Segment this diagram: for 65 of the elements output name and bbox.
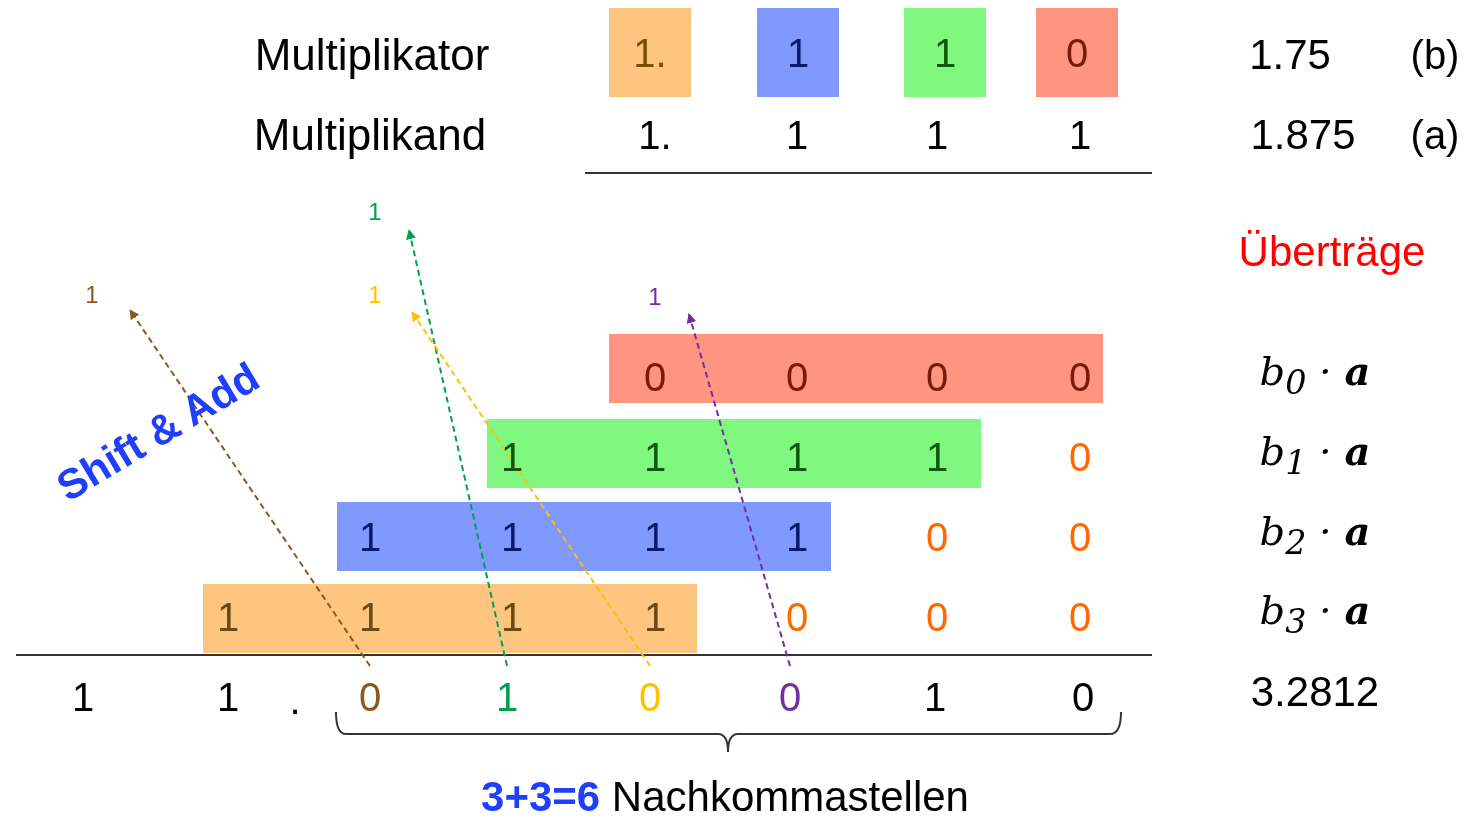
digit-text: 1 [643,517,667,557]
digit-text: 1 [785,437,809,477]
digit-text: 1 [1068,115,1092,155]
digit-text: 1 [500,597,524,637]
digit-text: 0 [1065,32,1089,73]
formula: b$_{1}$ · a [1259,430,1371,480]
padding-zero: 0 [1068,597,1092,637]
padding-zero: 0 [1068,517,1092,557]
value-text: 1.875 [1250,114,1356,156]
row-label: Multiplikand [253,113,487,157]
value-text: 3.2812 [1250,671,1380,713]
digit-text: 1 [785,115,809,155]
digit-text: 0 [785,357,809,397]
multiplier-digit-box [904,8,986,97]
carry-heading: Überträge [1238,231,1426,273]
result-digit: 0 [355,666,385,722]
digit-text: 1 [785,517,809,557]
digit-text: 1. [633,32,667,73]
result-digit: 0 [775,666,805,722]
carry-digit: 1 [367,283,412,312]
multiplier-digit-box [609,8,691,97]
digit-text: 1. [638,115,672,155]
digit-text: 1 [933,32,957,73]
carry-digit: 1 [84,283,130,310]
dashed-arrow [406,229,508,667]
digit-text: 0 [1068,357,1092,397]
brace-caption: 3+3=6 Nachkommastellen [481,776,969,818]
padding-zero: 0 [1068,437,1092,477]
digit-text: 1 [786,32,810,73]
digit-text: 1 [500,437,524,477]
digit-text: 1 [925,115,949,155]
rotated-annotation: Shift & Add [49,355,267,509]
multiplier-digit-box [757,8,839,97]
digit-text: 1 [216,597,240,637]
carry-digit: 1 [367,200,409,230]
value-text: 1.75 [1249,34,1331,76]
formula: b$_{2}$ · a [1259,510,1371,560]
operand-marker: (a) [1410,115,1460,155]
digit-text: 1 [643,437,667,477]
digit-text: 1 [500,517,524,557]
padding-zero: 0 [925,597,949,637]
padding-zero: 0 [925,517,949,557]
binary-point: . [289,680,301,720]
result-digit: 1 [216,677,240,717]
dashed-arrow [686,313,791,667]
result-digit: 1 [923,677,947,717]
digit-text: 1 [643,597,667,637]
digit-text: 0 [925,357,949,397]
operand-marker: (b) [1410,35,1460,75]
formula: b$_{3}$ · a [1259,589,1371,639]
dashed-arrow [411,311,651,667]
row-label: Multiplikator [254,33,490,77]
carry-digit: 1 [647,285,689,314]
multiplier-digit-box [1036,8,1118,97]
result-digit: 0 [1071,677,1095,717]
result-digit: 1 [492,666,522,722]
dashed-arrow [129,309,371,667]
result-digit: 0 [635,666,665,722]
formula: b$_{0}$ · a [1259,350,1371,400]
digit-text: 0 [643,357,667,397]
digit-text: 1 [358,597,382,637]
padding-zero: 0 [785,597,809,637]
digit-text: 1 [925,437,949,477]
result-digit: 1 [71,677,95,717]
digit-text: 1 [358,517,382,557]
